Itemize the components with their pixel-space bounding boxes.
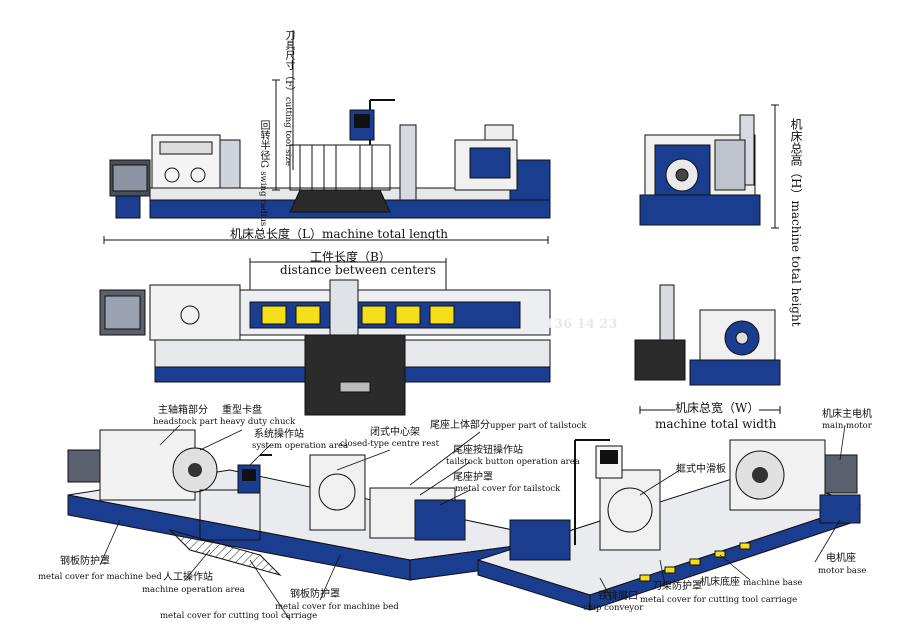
swing-radius-label: 回转半径G swing radius <box>258 120 269 227</box>
bed-cover-right-cn-label: 钢板防护罩 <box>290 589 340 600</box>
chuck-cn-label: 重型卡盘 <box>222 405 262 416</box>
iso-right-view <box>476 439 862 611</box>
bed-cover-left-en-label: metal cover for machine bed <box>38 572 162 582</box>
system-cn-label: 系统操作站 <box>254 429 304 440</box>
frame-cn-label: 框式中滑板 <box>676 464 726 475</box>
carriage-cover-right-cn-label: 刀架防护罩 <box>652 581 702 592</box>
chip-en-label: chip conveyor <box>583 603 644 613</box>
top-view <box>99 258 551 416</box>
total-width-cn-label: 机床总宽（W） <box>675 401 760 415</box>
front-view <box>103 30 551 244</box>
iso-left-view <box>67 429 561 581</box>
main-motor-en-label: main motor <box>822 421 872 431</box>
rest-en-label: closed-type centre rest <box>340 439 440 449</box>
tool-size-label: 刀具尺寸（F）cutting tool size <box>283 30 294 167</box>
machine-base-label: 机床底座 machine base <box>700 577 803 588</box>
total-width-en-label: machine total width <box>655 417 777 431</box>
end-view <box>634 284 781 414</box>
distance-between-centers-label: distance between centers <box>280 263 437 277</box>
bed-cover-right-en-label: metal cover for machine bed <box>275 602 399 612</box>
chuck-en-label: heavy duty chuck <box>220 417 296 427</box>
headstock-en-label: headstock part <box>153 417 218 427</box>
rest-cn-label: 闭式中心架 <box>370 427 420 438</box>
tail-button-cn-label: 尾座按钮操作站 <box>453 445 523 456</box>
main-motor-cn-label: 机床主电机 <box>822 409 872 420</box>
manual-en-label: machine operation area <box>142 585 245 595</box>
manual-cn-label: 人工操作站 <box>163 572 213 583</box>
tail-cover-cn-label: 尾座护罩 <box>453 472 493 483</box>
tail-cover-en-label: metal cover for tailstock <box>455 484 561 494</box>
motor-base-en-label: motor base <box>818 566 867 576</box>
leader-lines <box>99 424 846 621</box>
bed-cover-left-cn-label: 钢板防护罩 <box>60 556 110 567</box>
total-height-label: 机床总高（H）machine total height <box>789 118 803 327</box>
carriage-cover-right-en-label: metal cover for cutting tool carriage <box>640 595 798 605</box>
tail-button-en-label: tailstock button operation area <box>446 457 580 467</box>
workpiece-length-label: 工件长度（B） <box>310 250 391 264</box>
motor-base-cn-label: 电机座 <box>826 553 856 564</box>
headstock-cn-label: 主轴箱部分 <box>158 405 208 416</box>
watermark-text: 136 14 23 <box>545 317 618 332</box>
upper-tail-label: 尾座上体部分upper part of tailstock <box>430 420 587 431</box>
side-view <box>639 104 779 229</box>
chip-cn-label: 铁排屑口 <box>598 591 638 602</box>
carriage-cover-left-en-label: metal cover for cutting tool carriage <box>160 611 318 621</box>
system-en-label: system operation area <box>252 441 349 451</box>
total-length-label: 机床总长度（L）machine total length <box>230 227 449 241</box>
